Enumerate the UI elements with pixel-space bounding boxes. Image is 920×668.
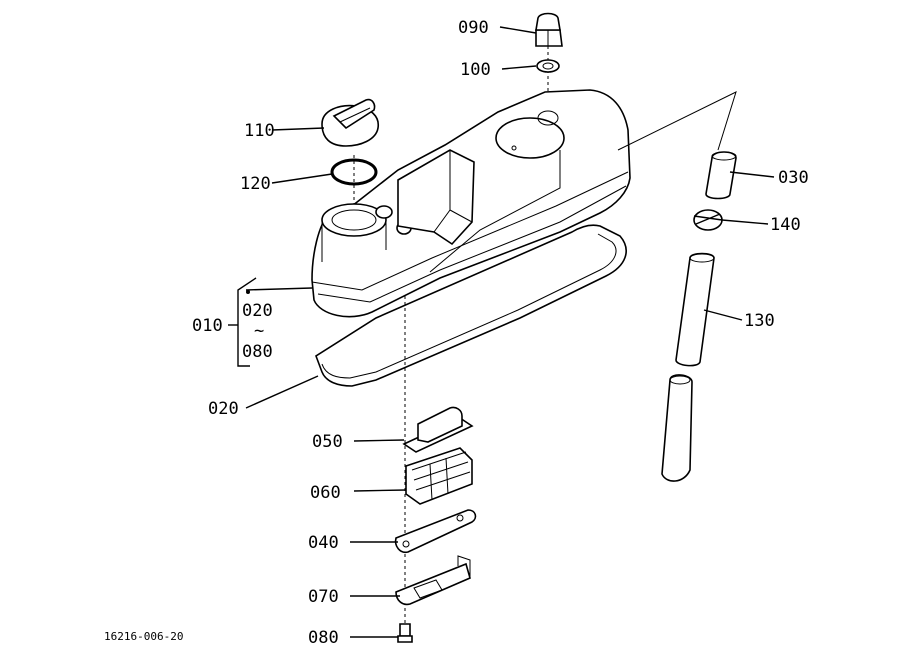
breather-pipe	[705, 151, 737, 200]
screw	[397, 623, 413, 643]
label-020: 020	[208, 399, 239, 419]
baffle-plate	[394, 509, 477, 554]
hose-clamp	[693, 209, 723, 231]
leader-120	[271, 173, 333, 184]
head-cover	[311, 89, 631, 318]
set-bracket	[237, 277, 257, 367]
label-130: 130	[744, 311, 775, 331]
label-060: 060	[310, 483, 341, 503]
label-010: 010	[192, 316, 223, 336]
leader-100	[501, 65, 537, 70]
washer	[536, 59, 560, 73]
leader-090	[499, 26, 537, 34]
leader-110	[271, 127, 325, 131]
leader-060	[353, 489, 407, 492]
label-120: 120	[240, 174, 271, 194]
label-010-range-start: 020	[242, 301, 273, 321]
leader-010	[245, 287, 313, 291]
label-090: 090	[458, 18, 489, 38]
leader-030	[729, 171, 775, 178]
label-010-range-sep: ~	[254, 321, 264, 341]
leader-020	[245, 375, 319, 409]
label-050: 050	[312, 432, 343, 452]
leader-130	[703, 309, 743, 321]
cap-nut	[535, 12, 563, 47]
separator-block	[402, 406, 474, 453]
label-100: 100	[460, 60, 491, 80]
label-140: 140	[770, 215, 801, 235]
leader-140	[721, 219, 769, 225]
label-070: 070	[308, 587, 339, 607]
label-040: 040	[308, 533, 339, 553]
breather-hose	[661, 252, 715, 482]
label-080: 080	[308, 628, 339, 648]
bracket	[395, 555, 471, 606]
leader-050	[353, 439, 405, 442]
o-ring	[330, 158, 378, 186]
gasket	[315, 224, 627, 387]
figure-code: 16216-006-20	[104, 630, 183, 643]
label-110: 110	[244, 121, 275, 141]
oil-filler-cap	[321, 98, 380, 147]
label-030: 030	[778, 168, 809, 188]
filter-element	[405, 447, 473, 505]
label-010-range-end: 080	[242, 342, 273, 362]
set-bracket-dot	[246, 290, 250, 294]
